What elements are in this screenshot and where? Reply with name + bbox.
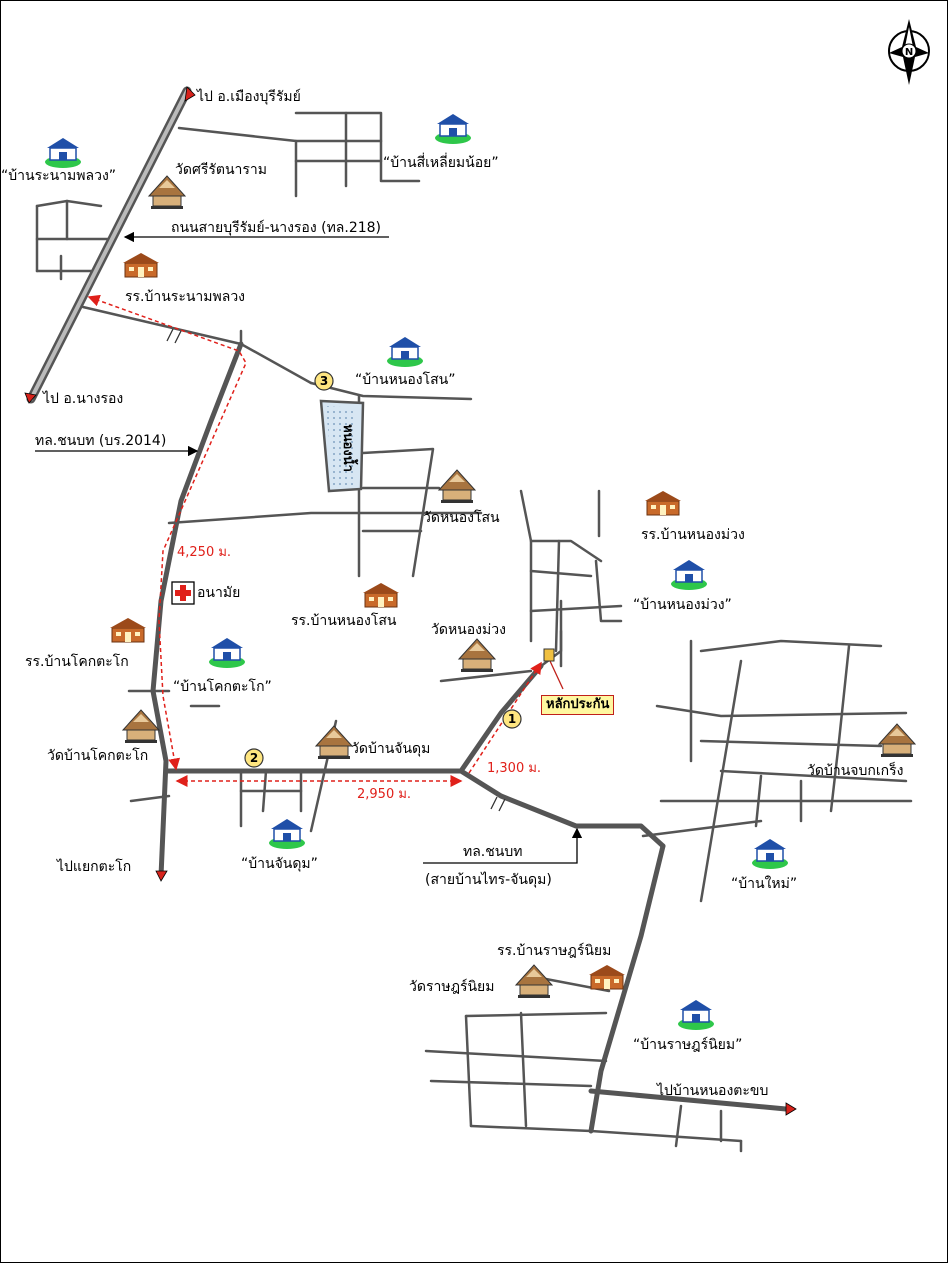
temple-icon [457, 638, 497, 672]
arrow-tip-east [785, 1102, 797, 1116]
school-icon [645, 491, 681, 516]
label-temple-si-rattanaram: วัดศรีรัตนาราม [175, 162, 268, 178]
north-arrow-icon: N [888, 19, 930, 85]
pond [319, 399, 365, 493]
highway-218 [26, 86, 192, 404]
north-symbol: N [905, 47, 913, 58]
label-to-nong-takhop: ไปบ้านหนองตะขบ [657, 1083, 769, 1099]
marker-2-label: 2 [250, 751, 258, 765]
school-icons [110, 253, 681, 990]
arrow-tip-south [155, 870, 168, 882]
village-icon [752, 839, 788, 869]
marker-1-circle [502, 709, 522, 729]
school-icon [363, 583, 399, 608]
arrow-tip-north [184, 86, 196, 102]
label-school-nong-muang: รร.บ้านหนองม่วง [641, 527, 745, 543]
label-village-si-liam-noi: “บ้านสี่เหลี่ยมน้อย” [383, 155, 499, 171]
label-temple-ban-chop-kroeng: วัดบ้านจบกเกร็ง [807, 763, 904, 779]
village-icon [269, 819, 305, 849]
temple-icon [314, 725, 354, 759]
marker-3-label: 3 [320, 374, 328, 388]
village-icon [678, 1000, 714, 1030]
temple-icon [514, 964, 554, 998]
label-village-ratsadon-niyom: “บ้านราษฎร์นิยม” [633, 1037, 743, 1053]
school-icon [110, 618, 146, 643]
village-icon [209, 638, 245, 668]
label-road-2014: ทล.ชนบท (บร.2014) [35, 433, 167, 449]
label-temple-ban-khok-tako: วัดบ้านโคกตะโก [47, 748, 149, 764]
label-to-yaek-tako: ไปแยกตะโก [57, 859, 132, 875]
arrow-tip-west [24, 392, 37, 404]
village-icon [45, 138, 81, 168]
label-rural-road-line2: (สายบ้านไทร-จันดุม) [425, 872, 552, 888]
village-icon [671, 560, 707, 590]
destination-arrows [24, 86, 797, 1116]
label-village-nong-sano: “บ้านหนองโสน” [355, 372, 456, 388]
label-distance-1: 1,300 ม. [487, 761, 542, 776]
village-icons [45, 114, 788, 1030]
label-leaders [35, 231, 583, 864]
marker-3-circle [314, 371, 334, 391]
label-to-nang-rong: ไป อ.นางรอง [43, 391, 124, 407]
label-school-nong-sano: รร.บ้านหนองโสน [291, 613, 397, 629]
road-breaks [166, 328, 506, 812]
label-village-ranam-phluang: “บ้านระนามพลวง” [1, 168, 117, 184]
temple-icon [121, 709, 161, 743]
label-rural-road-line1: ทล.ชนบท [463, 844, 523, 860]
label-village-nong-muang: “บ้านหนองม่วง” [633, 597, 732, 613]
benchmark-leader [549, 660, 564, 690]
label-to-buriram: ไป อ.เมืองบุรีรัมย์ [197, 89, 301, 105]
temple-icon [147, 175, 187, 209]
label-benchmark: หลักประกัน [541, 695, 615, 715]
label-school-khok-tako: รร.บ้านโคกตะโก [25, 654, 129, 670]
marker-1-label: 1 [508, 712, 516, 726]
temple-icon [877, 723, 917, 757]
label-distance-3: 4,250 ม. [177, 545, 232, 560]
label-school-ranam-phluang: รร.บ้านระนามพลวง [125, 289, 246, 305]
temple-icon [437, 469, 477, 503]
school-icon [123, 253, 159, 278]
temple-icons [121, 175, 917, 998]
benchmark-marker [543, 648, 555, 662]
label-distance-2: 2,950 ม. [357, 787, 412, 802]
label-road-218: ถนนสายบุรีรัมย์-นางรอง (ทล.218) [171, 220, 382, 236]
label-temple-ratsadon-niyom: วัดราษฎร์นิยม [409, 979, 495, 995]
label-temple-nong-sano: วัดหนองโสน [423, 510, 500, 526]
label-village-khok-tako: “บ้านโคกตะโก” [173, 679, 272, 695]
label-health-center: อนามัย [197, 585, 241, 601]
health-center-icon [171, 581, 195, 605]
label-temple-ban-chan-dum: วัดบ้านจันดุม [351, 741, 431, 757]
village-icon [435, 114, 471, 144]
marker-2-circle [244, 748, 264, 768]
label-school-ratsadon-niyom: รร.บ้านราษฎร์นิยม [497, 943, 612, 959]
label-village-mai: “บ้านใหม่” [731, 876, 798, 892]
pond-name: หนองน้ำ [340, 424, 359, 472]
village-icon [387, 337, 423, 367]
label-temple-nong-muang: วัดหนองม่วง [431, 622, 506, 638]
school-icon [589, 965, 625, 990]
numbered-markers [244, 371, 522, 768]
label-village-chan-dum: “บ้านจันดุม” [241, 856, 318, 872]
